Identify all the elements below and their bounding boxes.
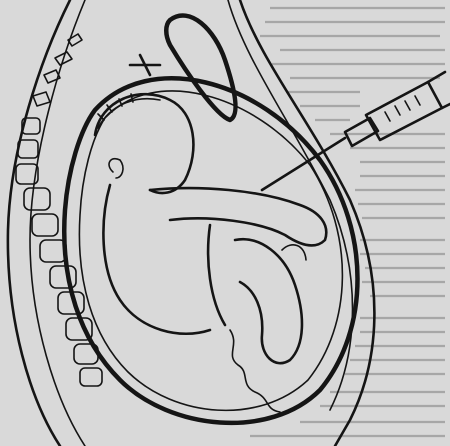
- fetus-body: [103, 185, 210, 334]
- syringe-icon: [262, 72, 450, 190]
- fetus-ear: [109, 159, 123, 178]
- fetus-arm: [150, 188, 326, 245]
- spine-vertebrae: [16, 34, 102, 386]
- abdominal-wall-outer: [240, 0, 374, 446]
- umbilical-cord: [230, 330, 280, 412]
- fetus-leg: [235, 239, 302, 363]
- uterine-wall: [64, 78, 357, 423]
- navel-cross: [130, 55, 160, 75]
- fetus-thigh: [208, 225, 225, 325]
- abdominal-wall-inner: [228, 0, 353, 410]
- fetus-foot: [282, 245, 306, 260]
